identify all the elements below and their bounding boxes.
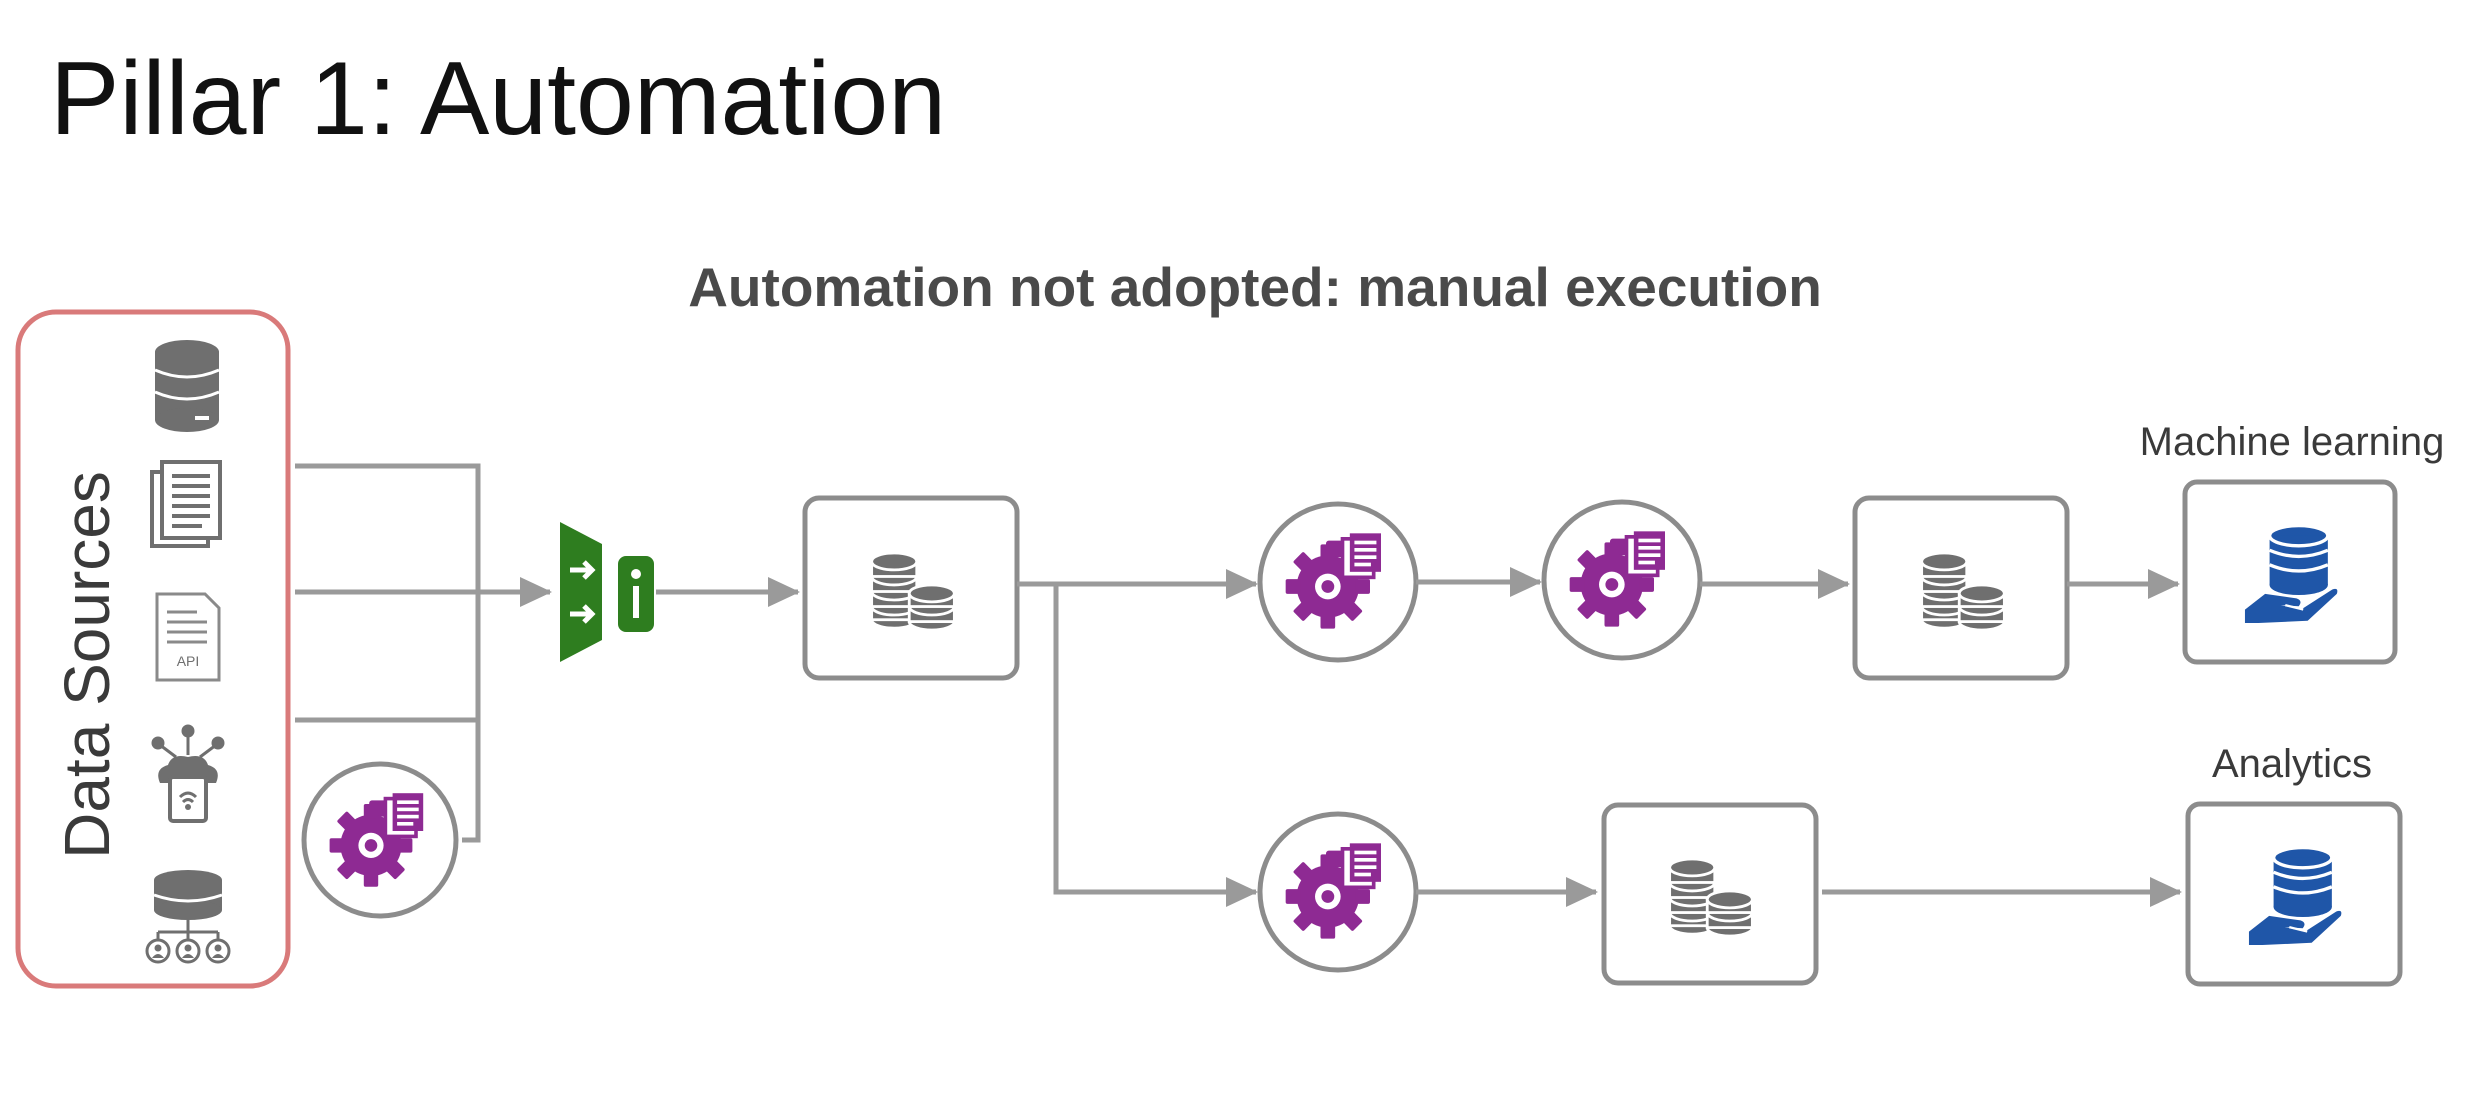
document-icon [150, 460, 222, 548]
ingest-funnel-icon [560, 522, 654, 662]
data-sources-label: Data Sources [51, 471, 123, 859]
analytics-label: Analytics [2211, 742, 2373, 786]
branch-connectors [1017, 569, 1258, 907]
page-title: Pillar 1: Automation [50, 41, 947, 157]
machine-learning-label: Machine learning [2139, 420, 2445, 464]
api-document-icon: API [155, 592, 221, 682]
source-connectors [295, 463, 552, 843]
api-label: API [177, 653, 200, 669]
iot-cloud-device-icon [151, 724, 225, 823]
diagram-subtitle: Automation not adopted: manual execution [688, 256, 1822, 318]
database-icon [154, 340, 220, 432]
shared-database-users-icon [145, 870, 231, 964]
